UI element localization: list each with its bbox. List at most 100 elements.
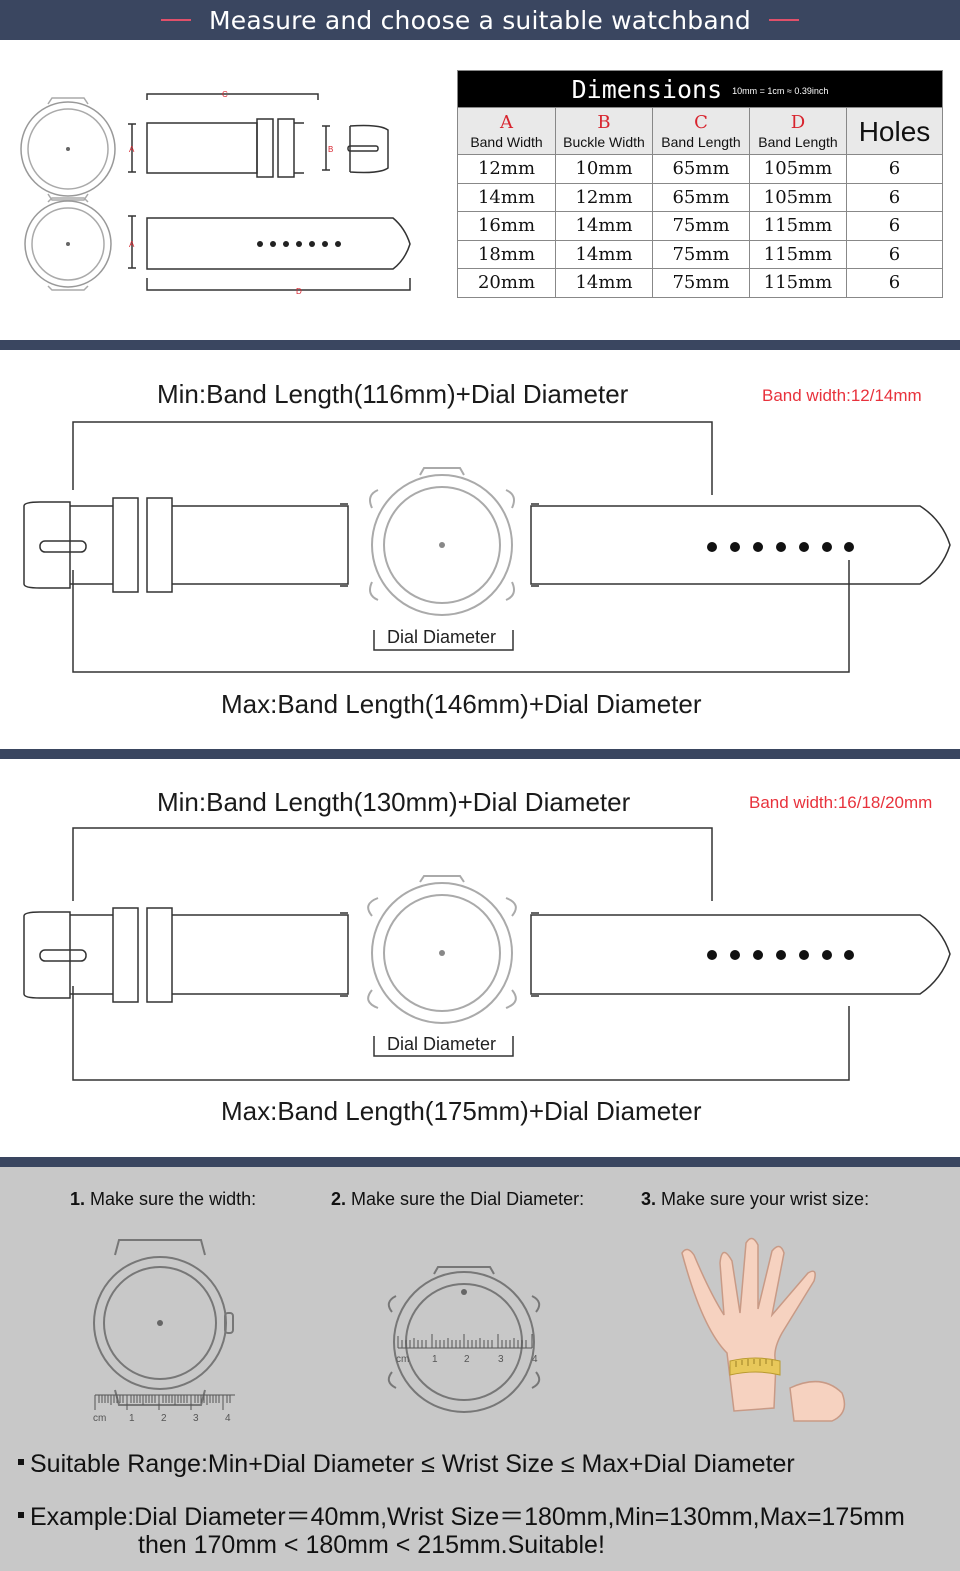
col-letter-d: D bbox=[790, 112, 806, 133]
section2-strap-diagram bbox=[23, 827, 951, 1081]
header-dash-right bbox=[768, 19, 799, 21]
table-cell: 14mm bbox=[555, 268, 653, 298]
col-letter-c: C bbox=[694, 112, 708, 133]
table-cell: 75mm bbox=[652, 211, 750, 241]
ruler2-tick-4: 4 bbox=[532, 1354, 538, 1365]
table-cell: 6 bbox=[846, 268, 943, 298]
ruler1-tick-3: 3 bbox=[193, 1413, 199, 1424]
marker-a-top: A bbox=[129, 145, 135, 154]
table-cell: 16mm bbox=[457, 211, 556, 241]
table-cell: 115mm bbox=[749, 268, 847, 298]
marker-a-bottom: A bbox=[129, 240, 135, 249]
ruler1-tick-1: 1 bbox=[129, 1413, 135, 1424]
section2-dial-label: Dial Diameter bbox=[387, 1034, 497, 1054]
ruler2-unit: cm bbox=[396, 1354, 409, 1365]
ruler1-unit: cm bbox=[93, 1413, 106, 1424]
table-cell: 14mm bbox=[555, 239, 653, 269]
table-row: 16mm 14mm 75mm 115mm 6 bbox=[457, 211, 943, 241]
example-note: Example:Dial Diameter＝40mm,Wrist Size＝18… bbox=[18, 1497, 905, 1533]
table-cell: 10mm bbox=[555, 154, 653, 184]
marker-c: C bbox=[222, 90, 228, 99]
dimensions-table: Dimensions 10mm = 1cm ≈ 0.39inch A Band W… bbox=[457, 70, 943, 298]
step-1-text: Make sure the width: bbox=[85, 1189, 257, 1209]
header-dash-left bbox=[161, 19, 192, 21]
table-cell: 18mm bbox=[457, 239, 556, 269]
section2-band-width: Band width:16/18/20mm bbox=[749, 793, 933, 812]
section-divider bbox=[0, 749, 960, 759]
col-letter-a: A bbox=[500, 112, 513, 133]
section1-strap-diagram bbox=[23, 421, 951, 673]
col-name-c: Band Length bbox=[661, 134, 741, 150]
step-1-number: 1. bbox=[70, 1189, 86, 1209]
table-cell: 6 bbox=[846, 239, 943, 269]
ruler2-tick-1: 1 bbox=[432, 1354, 438, 1365]
table-cell: 75mm bbox=[652, 239, 750, 269]
dimensions-note: 10mm = 1cm ≈ 0.39inch bbox=[732, 85, 829, 96]
step-2-number: 2. bbox=[331, 1189, 347, 1209]
table-cell: 12mm bbox=[457, 154, 556, 184]
table-cell: 65mm bbox=[652, 154, 750, 184]
table-cell: 105mm bbox=[749, 182, 847, 212]
col-header-c: C Band Length bbox=[652, 107, 750, 155]
table-row: 18mm 14mm 75mm 115mm 6 bbox=[457, 239, 943, 269]
table-row: 20mm 14mm 75mm 115mm 6 bbox=[457, 268, 943, 298]
ruler1-tick-4: 4 bbox=[225, 1413, 231, 1424]
table-cell: 105mm bbox=[749, 154, 847, 184]
col-header-a: A Band Width bbox=[457, 107, 556, 155]
ruler2-tick-2: 2 bbox=[464, 1354, 470, 1365]
wrist-measure-illustration bbox=[681, 1237, 846, 1422]
table-cell: 75mm bbox=[652, 268, 750, 298]
step-2-text: Make sure the Dial Diameter: bbox=[346, 1189, 585, 1209]
section1-band-width: Band width:12/14mm bbox=[762, 386, 922, 405]
step-3-text: Make sure your wrist size: bbox=[656, 1189, 870, 1209]
watch-width-illustration: cm 1 2 3 4 bbox=[93, 1239, 235, 1424]
table-cell: 115mm bbox=[749, 211, 847, 241]
dimensions-title: Dimensions bbox=[571, 74, 723, 104]
header-bar: Measure and choose a suitable watchband bbox=[0, 0, 960, 40]
section1-min-label: Min:Band Length(116mm)+Dial Diameter bbox=[157, 379, 629, 409]
col-header-b: B Buckle Width bbox=[555, 107, 653, 155]
table-cell: 6 bbox=[846, 182, 943, 212]
col-name-d: Band Length bbox=[758, 134, 838, 150]
step-3: 3. Make sure your wrist size: bbox=[641, 1189, 869, 1210]
step-1: 1. Make sure the width: bbox=[70, 1189, 256, 1210]
col-name-a: Band Width bbox=[470, 134, 543, 150]
table-cell: 65mm bbox=[652, 182, 750, 212]
section2-min-label: Min:Band Length(130mm)+Dial Diameter bbox=[157, 787, 631, 817]
table-cell: 6 bbox=[846, 211, 943, 241]
table-cell: 6 bbox=[846, 154, 943, 184]
dimensions-title-cell: Dimensions 10mm = 1cm ≈ 0.39inch bbox=[457, 70, 943, 108]
strap-measure-diagram: C A B A D bbox=[20, 90, 411, 296]
col-name-b: Buckle Width bbox=[563, 134, 645, 150]
ruler1-tick-2: 2 bbox=[161, 1413, 167, 1424]
table-row: 12mm 10mm 65mm 105mm 6 bbox=[457, 154, 943, 184]
section1-dial-label: Dial Diameter bbox=[387, 627, 497, 647]
marker-d: D bbox=[296, 287, 302, 296]
suitable-range-text: Suitable Range:Min+Dial Diameter ≤ Wrist… bbox=[30, 1450, 795, 1478]
table-cell: 115mm bbox=[749, 239, 847, 269]
table-cell: 20mm bbox=[457, 268, 556, 298]
marker-b: B bbox=[328, 145, 333, 154]
table-cell: 14mm bbox=[555, 211, 653, 241]
table-cell: 14mm bbox=[457, 182, 556, 212]
step-3-number: 3. bbox=[641, 1189, 657, 1209]
col-letter-b: B bbox=[597, 112, 611, 133]
bullet-icon bbox=[18, 1512, 24, 1519]
ruler2-tick-3: 3 bbox=[498, 1354, 504, 1365]
suitable-range-note: Suitable Range:Min+Dial Diameter ≤ Wrist… bbox=[18, 1450, 795, 1479]
section-divider bbox=[0, 340, 960, 350]
table-row: 14mm 12mm 65mm 105mm 6 bbox=[457, 182, 943, 212]
example-conclusion: then 170mm < 180mm < 215mm.Suitable! bbox=[138, 1531, 605, 1559]
section2-max-label: Max:Band Length(175mm)+Dial Diameter bbox=[221, 1096, 702, 1126]
header-title: Measure and choose a suitable watchband bbox=[209, 5, 751, 35]
bullet-icon bbox=[18, 1459, 24, 1466]
table-cell: 12mm bbox=[555, 182, 653, 212]
instructions-section bbox=[0, 1167, 960, 1571]
section-divider bbox=[0, 1157, 960, 1167]
section1-max-label: Max:Band Length(146mm)+Dial Diameter bbox=[221, 689, 702, 719]
dial-diameter-illustration: cm 1 2 3 4 bbox=[387, 1266, 541, 1413]
col-header-d: D Band Length bbox=[749, 107, 847, 155]
example-text-line1: Example:Dial Diameter＝40mm,Wrist Size＝18… bbox=[30, 1503, 905, 1531]
step-2: 2. Make sure the Dial Diameter: bbox=[331, 1189, 584, 1210]
col-header-holes: Holes bbox=[846, 107, 943, 155]
